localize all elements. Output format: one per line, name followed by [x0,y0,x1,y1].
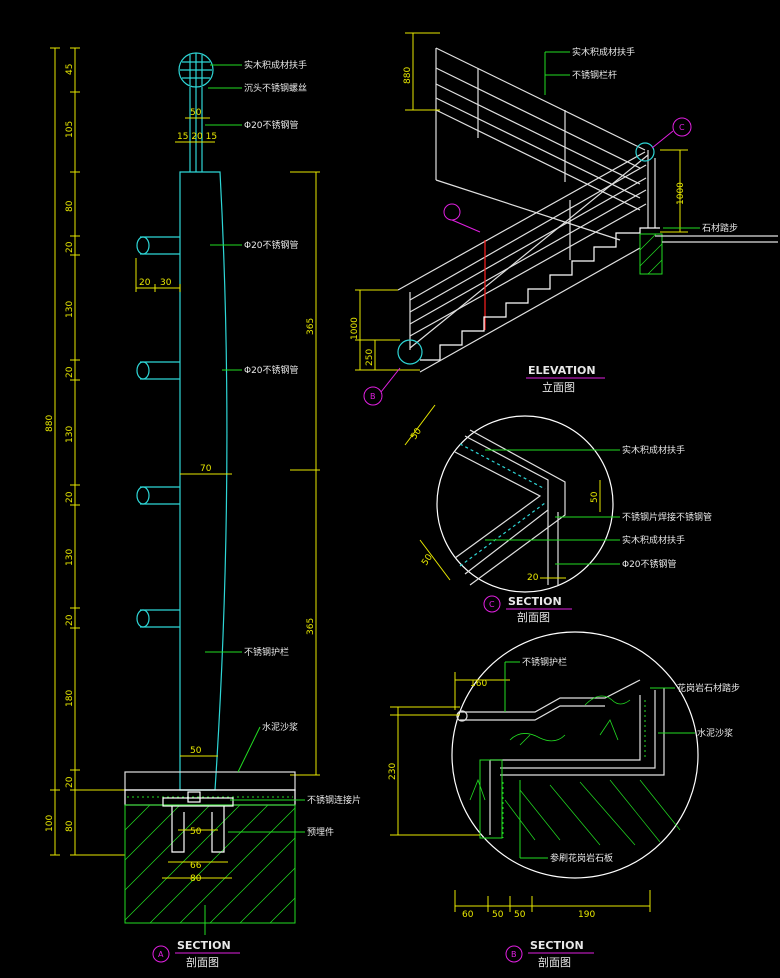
dim-a-100: 100 [45,815,55,832]
dim-a-tube-30: 30 [160,278,172,288]
marker-c-letter: C [489,600,495,609]
title-c-cn: 剖面图 [517,610,550,624]
section-b-drawing: 230 160 60 50 50 190 不锈钢护栏 花岗岩石材踏步 水泥沙浆 … [388,631,740,969]
dim-b-50-1: 50 [492,910,504,920]
dim-a-45: 45 [65,64,75,75]
dim-a-plate-50: 50 [190,827,202,837]
dim-a-80: 80 [65,200,75,212]
dim-b-190: 190 [578,910,595,920]
marker-a-circle [152,945,170,963]
label-e-post: 不锈钢栏杆 [572,69,617,81]
marker-e-b-letter: B [370,392,376,401]
label-c-handrail-1: 实木积成材扶手 [622,444,685,456]
dim-c-50-c: 50 [590,491,600,503]
label-a-pipe-2: Φ20不锈钢管 [244,364,299,376]
title-b-cn: 剖面图 [538,955,571,969]
dim-a-base-66: 66 [190,861,202,871]
title-b-en: SECTION [530,939,584,952]
marker-a-letter: A [158,950,164,959]
dim-c-50-a: 50 [409,426,424,441]
dim-a-post-70: 70 [200,464,212,474]
label-b-board: 参刷花岗岩石板 [550,852,613,864]
marker-b-circle [505,945,523,963]
marker-c-circle [483,595,501,613]
dim-a-20-3: 20 [65,491,75,503]
label-a-bolt: 沉头不锈钢螺丝 [244,82,307,94]
dim-a-post-50: 50 [190,746,202,756]
label-a-embed: 预埋件 [307,826,334,838]
label-c-handrail-2: 实木积成材扶手 [622,534,685,546]
dim-a-20-1: 20 [65,241,75,253]
label-a-plate: 不锈钢连接片 [307,794,361,806]
dim-a-20-4: 20 [65,614,75,626]
section-a-drawing: 45 105 80 20 130 20 130 20 130 20 180 20… [45,47,361,969]
marker-e-c-letter: C [679,123,685,132]
dim-a-365-top: 365 [306,318,316,335]
title-a-cn: 剖面图 [186,955,219,969]
label-b-step: 花岗岩石材踏步 [677,682,740,694]
title-c-en: SECTION [508,595,562,608]
dim-e-250: 250 [365,349,375,366]
title-a-en: SECTION [177,939,231,952]
title-elevation-en: ELEVATION [528,364,596,377]
label-a-guard: 不锈钢护栏 [244,646,289,658]
dim-e-880: 880 [403,67,413,84]
label-b-mortar: 水泥沙浆 [697,727,733,739]
label-a-handrail: 实木积成材扶手 [244,59,307,71]
dim-a-105: 105 [65,121,75,138]
title-elevation-cn: 立面图 [542,380,575,394]
label-b-guard: 不锈钢护栏 [522,656,567,668]
dim-b-230: 230 [388,763,398,780]
elevation-drawing: 880 1000 1000 250 C B 实木积成材扶手 不锈钢栏杆 石材踏步 [350,32,778,406]
dim-a-base-80: 80 [190,874,202,884]
label-a-mortar: 水泥沙浆 [262,721,298,733]
label-a-pipe-top: Φ20不锈钢管 [244,119,299,131]
dim-a-130-3: 130 [65,549,75,566]
dim-a-130-1: 130 [65,301,75,318]
dim-b-50-2: 50 [514,910,526,920]
label-e-step: 石材踏步 [702,222,738,234]
label-c-weld: 不锈钢片焊接不锈钢管 [622,511,712,523]
dim-a-180: 180 [65,690,75,707]
dim-c-50-b: 50 [420,552,435,567]
dim-a-20-5: 20 [65,776,75,788]
dim-a-top-seq: 15 20 15 [177,132,217,142]
marker-e-b-circle [363,386,383,406]
dim-b-160: 160 [470,679,487,689]
section-c-drawing: 50 50 50 20 实木积成材扶手 不锈钢片焊接不锈钢管 实木积成材扶手 Φ… [404,404,712,624]
dim-a-tube-20: 20 [139,278,151,288]
dim-e-1000-right: 1000 [676,182,686,205]
dim-a-880: 880 [45,415,55,432]
marker-b-letter: B [511,950,517,959]
dim-a-130-2: 130 [65,426,75,443]
dim-a-20-2: 20 [65,366,75,378]
label-e-handrail: 实木积成材扶手 [572,46,635,58]
dim-c-20: 20 [527,573,539,583]
dim-b-60: 60 [462,910,474,920]
label-a-pipe-1: Φ20不锈钢管 [244,239,299,251]
label-c-pipe: Φ20不锈钢管 [622,558,677,570]
dim-a-top-50: 50 [190,108,202,118]
dim-a-80-base: 80 [65,820,75,832]
dim-e-1000-left: 1000 [350,317,360,340]
dim-a-365-bottom: 365 [306,618,316,635]
marker-e-c-circle [672,117,692,137]
